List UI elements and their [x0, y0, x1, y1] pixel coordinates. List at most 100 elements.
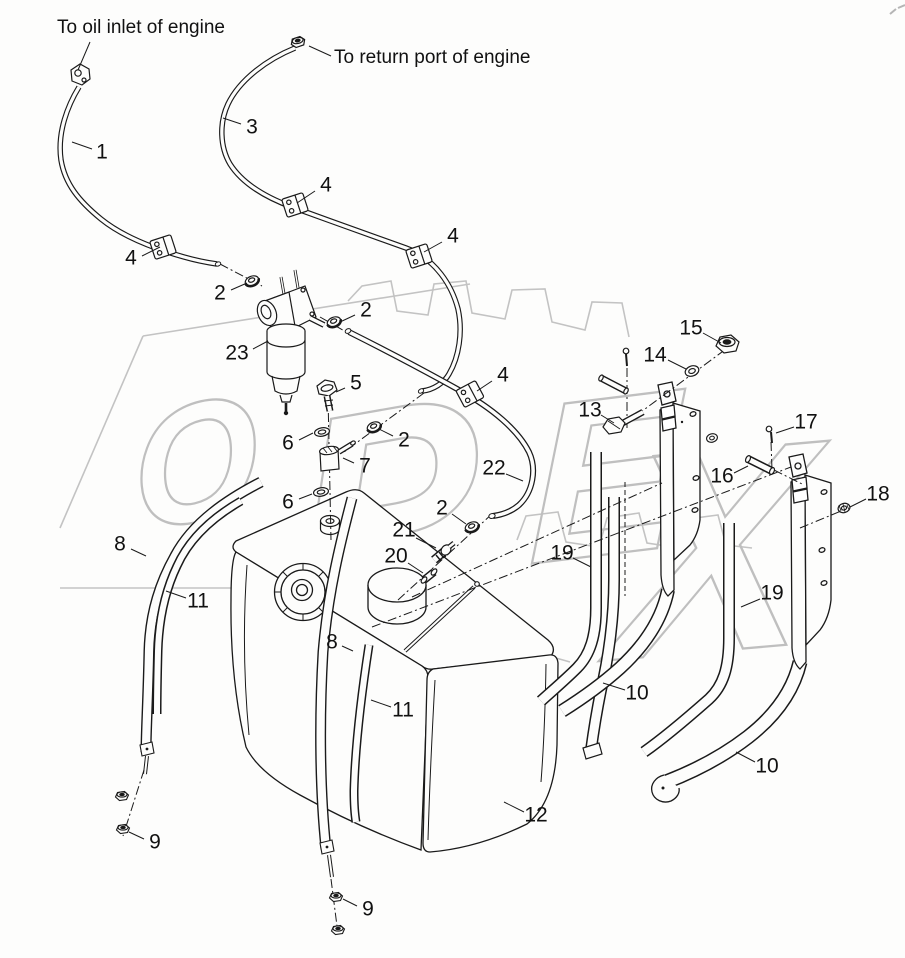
strap-19-right: [640, 523, 735, 757]
pipe-clamp: [455, 380, 485, 408]
leader-line-4: [476, 380, 493, 392]
hose-22: [344, 328, 537, 519]
plug-5: [316, 379, 338, 412]
pin-16: [744, 455, 776, 475]
washer-6-lower: [312, 487, 330, 497]
filler-cap: [273, 562, 333, 622]
callout-22-15: 22: [482, 457, 505, 480]
callout-13-25: 13: [578, 399, 601, 422]
fitting-20: [420, 568, 438, 584]
fuel-filter-assembly: [256, 269, 326, 416]
washer-2: [366, 421, 383, 434]
pipe-clamp: [149, 234, 177, 260]
callout-4-5: 4: [497, 364, 509, 387]
leader-line-8: [130, 548, 147, 557]
leader-line-17: [775, 426, 795, 434]
leader-line-8: [341, 645, 354, 652]
callout-5-11: 5: [350, 372, 362, 395]
leader-line-19: [740, 598, 761, 608]
bracket-right-channel-10: [650, 453, 832, 803]
leader-line-14: [667, 359, 687, 370]
return-port-label: To return port of engine: [334, 47, 530, 68]
leader-line-4: [296, 190, 316, 204]
nut-9: [114, 790, 130, 802]
callout-18-30: 18: [866, 483, 889, 506]
leader-line-22: [505, 473, 524, 482]
leader-line-21: [415, 537, 437, 549]
leader-line-10: [602, 682, 626, 691]
leader-line-6: [298, 432, 314, 441]
leader-line-6: [298, 493, 313, 500]
banjo-fitting: [70, 63, 91, 86]
callout-17-29: 17: [794, 411, 817, 434]
return-port-leader: [308, 45, 332, 57]
leader-line-9: [342, 898, 358, 907]
callout-2-6: 2: [214, 282, 226, 305]
bracket-left: [558, 381, 701, 717]
pipe-nut: [290, 35, 306, 49]
callout-2-7: 2: [360, 299, 372, 322]
callout-15-27: 15: [679, 317, 702, 340]
strap-8-right: [315, 496, 358, 878]
callout-12-24: 12: [524, 804, 547, 827]
callout-2-8: 2: [398, 429, 410, 452]
leader-line-2: [339, 314, 356, 323]
washer-14: [684, 365, 700, 377]
nut-9: [330, 924, 346, 936]
callout-16-28: 16: [710, 465, 733, 488]
washer-2: [326, 316, 343, 329]
leader-line-7: [342, 457, 355, 464]
callout-11-21: 11: [392, 699, 414, 722]
callout-4-2: 4: [125, 247, 137, 270]
leader-line-2: [230, 282, 248, 291]
leader-line-12: [503, 801, 525, 813]
pipe-clamp: [281, 192, 309, 218]
callout-6-12: 6: [282, 432, 294, 455]
callout-1-0: 1: [96, 141, 108, 164]
callout-21-16: 21: [392, 519, 415, 542]
callout-20-17: 20: [384, 545, 407, 568]
leader-line-11: [165, 590, 187, 599]
strap-8-left: [139, 477, 264, 775]
leader-line-19: [572, 557, 592, 568]
tank-right-face: [422, 654, 559, 853]
leader-line-16: [733, 465, 749, 474]
strap-19-left: [536, 452, 602, 706]
callout-2-9: 2: [436, 497, 448, 520]
leader-line-1: [71, 141, 93, 150]
washer-6-upper: [313, 427, 331, 437]
washer-2: [244, 275, 261, 288]
callout-3-1: 3: [246, 116, 258, 139]
leader-line-11: [370, 699, 392, 708]
leader-line-20: [407, 562, 424, 574]
sender-mount-cylinder: [367, 567, 427, 625]
callout-7-14: 7: [359, 455, 371, 478]
leader-line-18: [849, 498, 867, 508]
callout-10-34: 10: [755, 755, 778, 778]
cotter-pin-17: [765, 425, 773, 444]
leader-line-13: [600, 414, 615, 424]
callout-4-4: 4: [447, 225, 459, 248]
fitting-21: [431, 541, 456, 564]
leader-line-2: [451, 513, 467, 525]
fitting-7: [318, 440, 356, 472]
callout-6-13: 6: [282, 491, 294, 514]
callout-4-3: 4: [320, 174, 332, 197]
leader-line-10: [735, 751, 756, 763]
leader-line-5: [335, 387, 346, 393]
callout-8-20: 8: [326, 631, 338, 654]
return-pipe-3: [219, 45, 463, 394]
nut-9: [115, 823, 131, 835]
pickup-tube: [403, 581, 480, 653]
leader-line-9: [128, 831, 145, 840]
leader-line-2: [378, 428, 394, 437]
nut-behind-bracket: [706, 433, 718, 443]
oil-inlet-leader: [77, 41, 91, 71]
callout-14-26: 14: [643, 344, 667, 367]
callout-23-10: 23: [225, 342, 248, 365]
leader-line-15: [702, 332, 722, 344]
leader-line-3: [222, 117, 242, 125]
nut-15: [715, 334, 740, 354]
